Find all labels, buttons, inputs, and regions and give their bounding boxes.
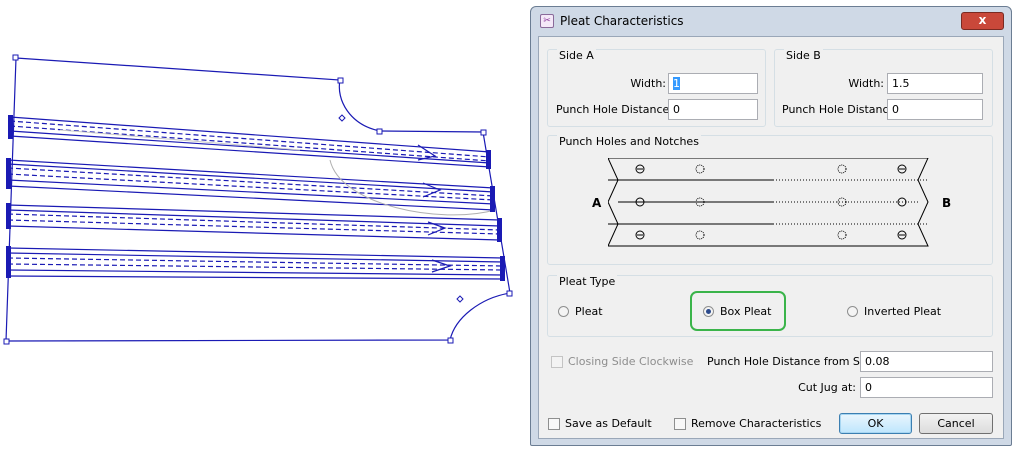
close-button[interactable]: x <box>961 12 1004 30</box>
punch-side-label: Punch Hole Distance from Side: <box>707 355 881 368</box>
cancel-button[interactable]: Cancel <box>919 413 993 434</box>
dialog-client-area: Side A Width: 1 Punch Hole Distance: 0 S… <box>538 36 1004 439</box>
radio-pleat-label: Pleat <box>575 305 603 318</box>
side-b-width-input[interactable]: 1.5 <box>887 73 983 94</box>
pattern-canvas[interactable] <box>0 0 525 451</box>
punch-holes-group: Punch Holes and Notches A B <box>547 135 993 265</box>
dialog-title: Pleat Characteristics <box>560 14 684 28</box>
side-a-punch-input[interactable]: 0 <box>668 99 758 120</box>
closing-side-label: Closing Side Clockwise <box>568 355 694 368</box>
radio-pleat-indicator <box>558 306 569 317</box>
side-b-punch-label: Punch Hole Distance: <box>782 103 900 116</box>
cut-jug-input[interactable]: 0 <box>860 377 993 398</box>
side-b-group: Side B Width: 1.5 Punch Hole Distance: 0 <box>774 49 993 127</box>
radio-box-pleat-indicator <box>703 306 714 317</box>
side-b-title: Side B <box>784 49 823 62</box>
cut-jug-label: Cut Jug at: <box>798 381 856 394</box>
side-a-width-input[interactable]: 1 <box>668 73 758 94</box>
punch-side-input[interactable]: 0.08 <box>860 351 993 372</box>
radio-inverted-pleat-indicator <box>847 306 858 317</box>
pleat-app-icon: ✂ <box>540 14 554 28</box>
side-a-group: Side A Width: 1 Punch Hole Distance: 0 <box>547 49 766 127</box>
side-b-width-label: Width: <box>848 77 884 90</box>
title-bar[interactable]: ✂ Pleat Characteristics x <box>531 7 1011 35</box>
radio-inverted-pleat-label: Inverted Pleat <box>864 305 942 318</box>
box-pleat-highlight <box>690 291 786 331</box>
side-b-punch-input[interactable]: 0 <box>887 99 983 120</box>
pleat-type-group: Pleat Type Pleat Box Pleat Inverted Plea… <box>547 275 993 337</box>
save-default-checkbox-box <box>548 417 560 430</box>
closing-side-checkbox[interactable]: Closing Side Clockwise <box>551 355 693 368</box>
side-a-width-label: Width: <box>630 77 666 90</box>
pleat-diagram <box>608 158 929 247</box>
close-icon: x <box>978 13 987 27</box>
radio-box-pleat-label: Box Pleat <box>720 305 772 318</box>
side-a-punch-label: Punch Hole Distance: <box>556 103 674 116</box>
pleat-type-title: Pleat Type <box>557 275 618 288</box>
closing-side-checkbox-box <box>551 355 563 368</box>
pleat-characteristics-dialog: ✂ Pleat Characteristics x Side A Width: … <box>530 6 1012 446</box>
punch-holes-title: Punch Holes and Notches <box>557 135 701 148</box>
save-default-checkbox[interactable]: Save as Default <box>548 417 652 430</box>
remove-characteristics-checkbox-box <box>674 417 686 430</box>
radio-inverted-pleat[interactable]: Inverted Pleat <box>847 305 941 318</box>
side-b-marker: B <box>942 196 952 210</box>
ok-button[interactable]: OK <box>839 413 912 434</box>
side-a-title: Side A <box>557 49 596 62</box>
pattern-outline <box>5 57 511 342</box>
remove-characteristics-label: Remove Characteristics <box>691 417 822 430</box>
remove-characteristics-checkbox[interactable]: Remove Characteristics <box>674 417 821 430</box>
side-a-marker: A <box>592 196 602 210</box>
radio-pleat[interactable]: Pleat <box>558 305 603 318</box>
radio-box-pleat[interactable]: Box Pleat <box>703 305 771 318</box>
save-default-label: Save as Default <box>565 417 652 430</box>
